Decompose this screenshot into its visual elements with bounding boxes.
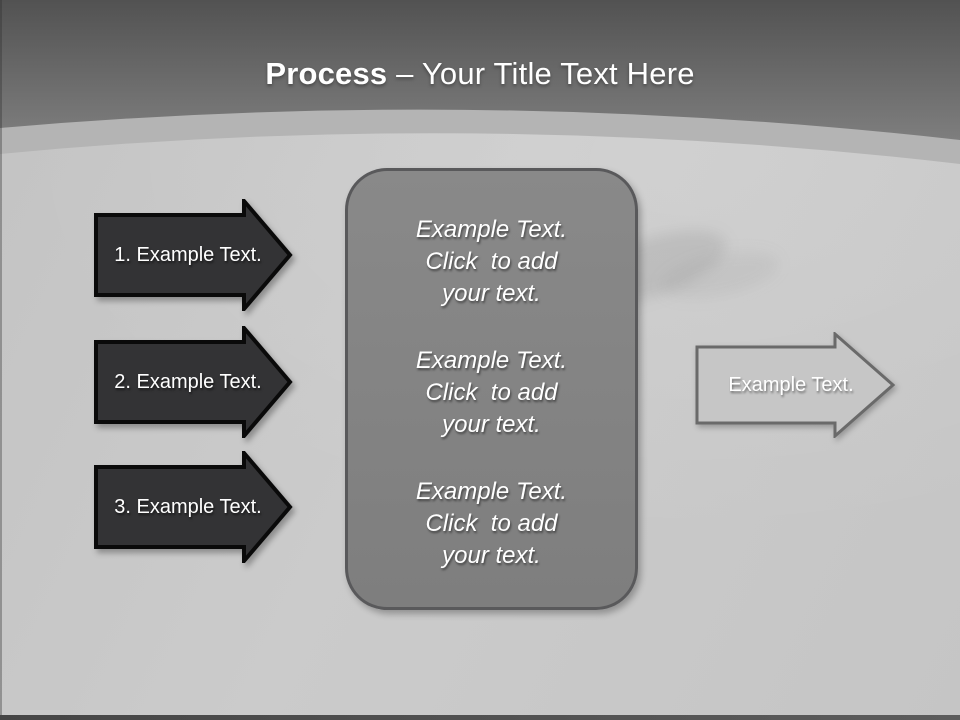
- slide-footer-bar: [0, 715, 960, 720]
- slide-title: Process – Your Title Text Here: [0, 56, 960, 92]
- step-arrow-2[interactable]: 2. Example Text.: [94, 326, 294, 438]
- step-arrow-3-label: 3. Example Text.: [114, 495, 262, 518]
- slide-left-edge-line: [0, 0, 2, 720]
- output-arrow-label: Example Text.: [728, 373, 854, 396]
- placeholder-line: Example Text.: [415, 347, 568, 374]
- placeholder-line: your text.: [442, 280, 541, 307]
- right-arrow-icon: [94, 326, 293, 438]
- slide-title-keyword: Process: [265, 56, 388, 91]
- placeholder-text-block-1[interactable]: Example Text. Click to add your text.: [348, 214, 635, 310]
- placeholder-line: Example Text.: [415, 478, 568, 505]
- placeholder-line: Click to add: [425, 379, 558, 406]
- step-arrow-3[interactable]: 3. Example Text.: [94, 451, 294, 563]
- right-arrow-icon: [94, 451, 293, 563]
- output-arrow[interactable]: Example Text.: [695, 332, 897, 438]
- placeholder-text-block-3[interactable]: Example Text. Click to add your text.: [348, 476, 635, 572]
- placeholder-line: your text.: [442, 411, 541, 438]
- step-arrow-2-label: 2. Example Text.: [114, 370, 262, 393]
- slide-title-subtitle: – Your Title Text Here: [387, 56, 695, 91]
- placeholder-line: Example Text.: [415, 216, 568, 243]
- placeholder-line: your text.: [442, 542, 541, 569]
- step-arrow-1-label: 1. Example Text.: [114, 243, 262, 266]
- placeholder-line: Click to add: [425, 510, 558, 537]
- header-curve-band: [0, 0, 960, 164]
- step-arrow-1[interactable]: 1. Example Text.: [94, 199, 294, 311]
- right-arrow-icon: [94, 199, 293, 311]
- placeholder-text-block-2[interactable]: Example Text. Click to add your text.: [348, 345, 635, 441]
- detail-text-panel[interactable]: Example Text. Click to add your text. Ex…: [345, 168, 638, 610]
- placeholder-line: Click to add: [425, 248, 558, 275]
- right-arrow-icon: [695, 332, 896, 438]
